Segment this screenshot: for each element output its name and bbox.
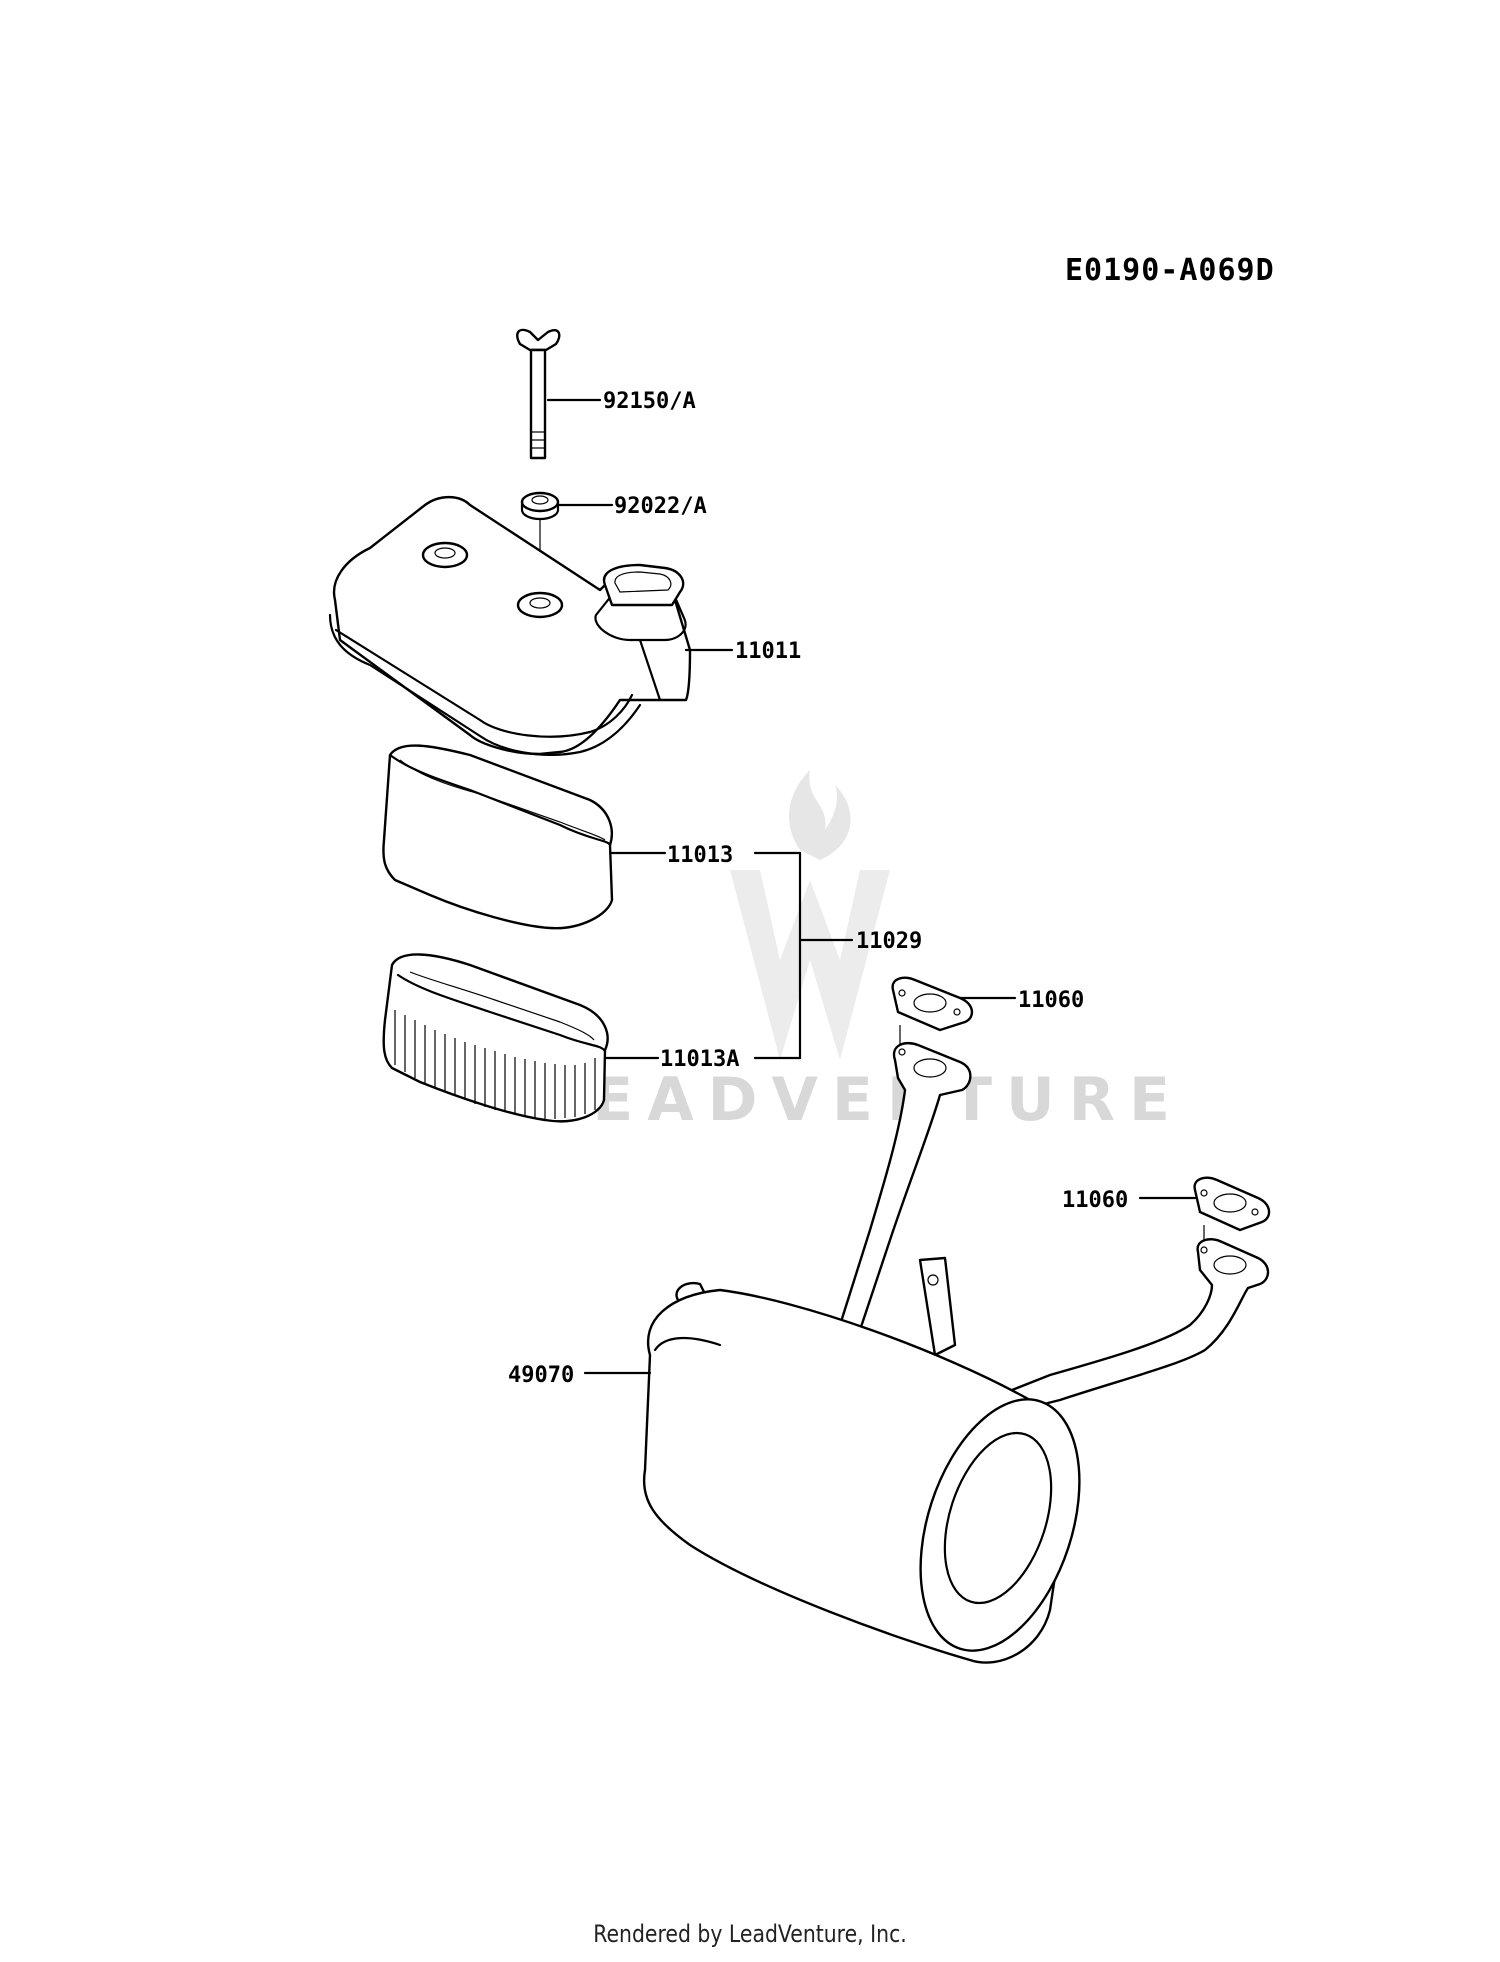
air-cleaner-cover <box>328 495 734 756</box>
footer-credit: Rendered by LeadVenture, Inc. <box>593 1920 907 1948</box>
callout-11060-lower: 11060 <box>1062 1188 1128 1213</box>
diagram-code: E0190-A069D <box>1065 253 1275 288</box>
callout-11013a: 11013A <box>660 1047 739 1072</box>
wing-bolt <box>516 328 602 460</box>
foam-element <box>382 744 667 930</box>
muffler <box>583 1041 1270 1664</box>
gasket-lower <box>1138 1176 1271 1250</box>
callout-11029: 11029 <box>856 929 922 954</box>
callout-11011: 11011 <box>735 639 801 664</box>
watermark: LEADVENTURE <box>540 770 1184 1135</box>
callout-49070: 49070 <box>508 1363 574 1388</box>
callout-11060-upper: 11060 <box>1018 988 1084 1013</box>
gasket-upper <box>891 976 1017 1050</box>
paper-filter <box>382 953 660 1123</box>
assembly-bracket <box>753 851 854 1060</box>
callout-11013: 11013 <box>667 843 733 868</box>
callout-92150a: 92150/A <box>603 389 696 414</box>
watermark-text: LEADVENTURE <box>540 1065 1184 1135</box>
callout-92022a: 92022/A <box>614 494 707 519</box>
